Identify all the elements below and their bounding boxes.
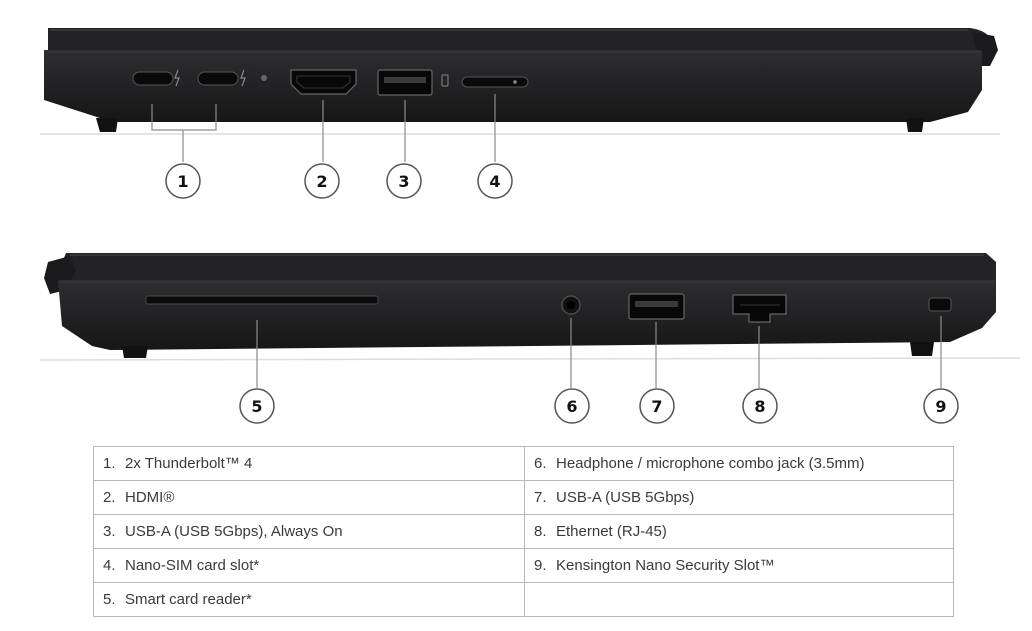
laptop-right-side-view xyxy=(39,253,1021,388)
callout-label: 4 xyxy=(489,172,500,191)
callout-label: 5 xyxy=(251,397,262,416)
legend-number: 9. xyxy=(534,557,547,574)
thunderbolt-port xyxy=(197,71,239,86)
callout-5: 5 xyxy=(239,388,275,424)
status-led xyxy=(261,75,267,81)
nano-sim-slot xyxy=(461,76,529,88)
table-row: 1. 2x Thunderbolt™ 4 6. Headphone / microp… xyxy=(93,446,954,481)
rubber-foot xyxy=(122,346,148,358)
callout-label: 9 xyxy=(935,397,946,416)
legend-item: 9. Kensington Nano Security Slot™ xyxy=(524,548,954,583)
table-row: 4. Nano-SIM card slot* 9. Kensington Nano … xyxy=(93,548,954,583)
legend-number: 4. xyxy=(103,557,116,574)
thunderbolt-icon xyxy=(174,69,180,87)
callout-label: 2 xyxy=(316,172,327,191)
legend-item: 4. Nano-SIM card slot* xyxy=(93,548,525,583)
callout-2: 2 xyxy=(304,163,340,199)
legend-item: 1. 2x Thunderbolt™ 4 xyxy=(93,446,525,481)
callout-label: 6 xyxy=(566,397,577,416)
legend-text: USB-A (USB 5Gbps), Always On xyxy=(125,523,343,540)
legend-text: Smart card reader* xyxy=(125,591,252,608)
legend-text: USB-A (USB 5Gbps) xyxy=(556,489,695,506)
callout-label: 1 xyxy=(177,172,188,191)
port-legend-table: 1. 2x Thunderbolt™ 4 6. Headphone / microp… xyxy=(93,446,954,617)
battery-icon xyxy=(441,74,449,87)
legend-item: 2. HDMI® xyxy=(93,480,525,515)
thunderbolt-port xyxy=(132,71,174,86)
legend-number: 5. xyxy=(103,591,116,608)
legend-number: 3. xyxy=(103,523,116,540)
legend-item-empty xyxy=(524,582,954,617)
callout-7: 7 xyxy=(639,388,675,424)
table-row: 2. HDMI® 7. USB-A (USB 5Gbps) xyxy=(93,480,954,515)
rubber-foot xyxy=(910,342,934,356)
legend-number: 2. xyxy=(103,489,116,506)
smart-card-slot xyxy=(145,295,379,305)
legend-item: 5. Smart card reader* xyxy=(93,582,525,617)
thunderbolt-icon xyxy=(240,69,246,87)
callout-4: 4 xyxy=(477,163,513,199)
callout-6: 6 xyxy=(554,388,590,424)
callout-9: 9 xyxy=(923,388,959,424)
callout-label: 3 xyxy=(398,172,409,191)
legend-text: Ethernet (RJ-45) xyxy=(556,523,667,540)
legend-text: Kensington Nano Security Slot™ xyxy=(556,557,775,574)
callout-label: 8 xyxy=(754,397,765,416)
laptop-left-side-view xyxy=(40,28,1000,162)
callout-1: 1 xyxy=(165,163,201,199)
rubber-foot xyxy=(906,118,924,132)
legend-item: 7. USB-A (USB 5Gbps) xyxy=(524,480,954,515)
ethernet-port xyxy=(732,294,787,323)
legend-text: HDMI® xyxy=(125,489,175,506)
callout-8: 8 xyxy=(742,388,778,424)
legend-item: 8. Ethernet (RJ-45) xyxy=(524,514,954,549)
callout-3: 3 xyxy=(386,163,422,199)
table-row: 3. USB-A (USB 5Gbps), Always On 8. Etherne… xyxy=(93,514,954,549)
legend-text: Nano-SIM card slot* xyxy=(125,557,260,574)
callout-label: 7 xyxy=(651,397,662,416)
legend-item: 3. USB-A (USB 5Gbps), Always On xyxy=(93,514,525,549)
table-row: 5. Smart card reader* xyxy=(93,582,954,617)
legend-text: Headphone / microphone combo jack (3.5mm… xyxy=(556,455,865,472)
legend-number: 1. xyxy=(103,455,116,472)
legend-number: 8. xyxy=(534,523,547,540)
kensington-slot xyxy=(928,297,952,312)
legend-number: 7. xyxy=(534,489,547,506)
laptop-side-views-diagram: 1 2 3 4 5 6 7 8 9 xyxy=(39,28,1021,424)
legend-item: 6. Headphone / microphone combo jack (3.5… xyxy=(524,446,954,481)
hdmi-port xyxy=(290,69,357,95)
legend-text: 2x Thunderbolt™ 4 xyxy=(125,455,253,472)
legend-number: 6. xyxy=(534,455,547,472)
rubber-foot xyxy=(96,118,118,132)
